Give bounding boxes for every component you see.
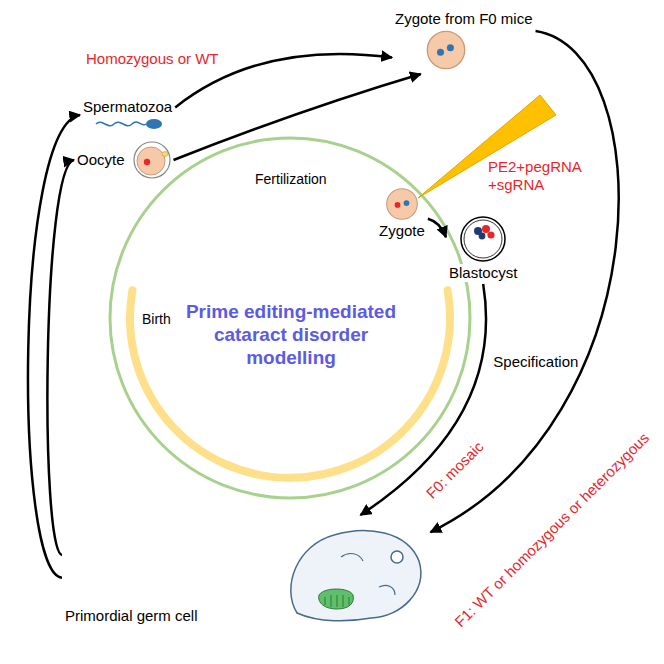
cell-drawing	[132, 140, 172, 180]
cell-drawing	[458, 214, 508, 264]
cell-stage-node: Primordial germ cell	[62, 515, 431, 629]
cell-drawing	[424, 28, 468, 72]
annotation-label: F0: mosaic	[423, 438, 488, 503]
node-label: Zygote from F0 mice	[394, 10, 534, 28]
cell-stage-node: Oocyte	[74, 138, 174, 182]
cell-stage-node: Blastocyst	[446, 212, 520, 284]
cycle-arrow	[28, 115, 80, 578]
birth-arc	[130, 290, 450, 478]
cycle-ring	[110, 138, 470, 498]
annotation-label: PE2+pegRNA +sgRNA	[488, 158, 584, 194]
cell-illustration	[458, 214, 508, 264]
cell-illustration	[94, 116, 164, 132]
node-label: Oocyte	[76, 151, 126, 169]
cell-drawing	[384, 186, 420, 222]
cycle-arrow	[428, 219, 446, 237]
cycle-arrow	[174, 74, 421, 160]
edge-label: Specification	[493, 353, 578, 371]
cell-drawing	[94, 116, 164, 132]
cell-illustration	[132, 140, 172, 180]
cycle-arrow	[47, 160, 74, 555]
annotation-label: Prime editing-mediated cataract disorder…	[173, 300, 409, 369]
node-label: Primordial germ cell	[64, 607, 199, 625]
cell-illustration	[384, 186, 420, 222]
node-label: Zygote	[378, 222, 426, 240]
cell-stage-node: Zygote	[376, 184, 428, 242]
annotation-label: Birth	[142, 310, 171, 328]
annotation-label: Fertilization	[255, 170, 327, 188]
cell-illustration	[424, 28, 468, 72]
cell-illustration	[279, 517, 429, 627]
annotation-label: F1: WT or homozygous or heterozygous	[451, 429, 653, 631]
cell-drawing	[279, 517, 429, 627]
annotation-label: Homozygous or WT	[86, 50, 219, 68]
node-label: Blastocyst	[448, 264, 518, 282]
cell-stage-node: Spermatozoa	[80, 96, 175, 134]
cell-stage-node: Zygote from F0 mice	[392, 8, 536, 74]
node-label: Spermatozoa	[82, 98, 173, 116]
